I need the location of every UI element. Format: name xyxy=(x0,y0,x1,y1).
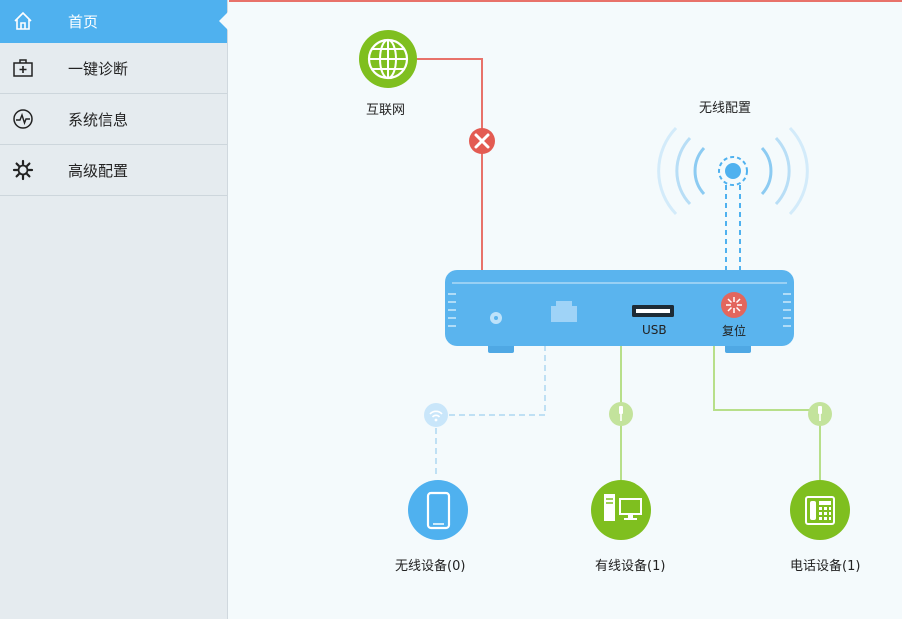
power-port-icon xyxy=(490,312,502,324)
tablet-icon[interactable] xyxy=(408,480,468,540)
sidebar-item-advanced[interactable]: 高级配置 xyxy=(0,145,227,196)
sidebar-item-home[interactable]: 首页 xyxy=(0,0,228,43)
cable-node-icon xyxy=(609,402,633,426)
home-icon xyxy=(12,10,34,32)
wired-devices-label[interactable]: 有线设备(1) xyxy=(595,559,666,574)
wireless-device-link-line xyxy=(435,345,546,478)
globe-icon[interactable] xyxy=(359,30,417,88)
reset-button-icon[interactable] xyxy=(721,292,747,318)
wireless-signal-icon[interactable] xyxy=(657,126,809,216)
wireless-config-label[interactable]: 无线配置 xyxy=(699,101,752,116)
cable-node-icon xyxy=(808,402,832,426)
network-topology: 互联网 无线配置 USB 复位 无线设备(0) 有线设备(1) 电话设备(1) xyxy=(229,0,902,619)
ethernet-port-icon xyxy=(551,301,577,322)
phone-device-link-line xyxy=(713,345,821,480)
sidebar-item-label: 首页 xyxy=(68,12,99,31)
sidebar-item-label: 高级配置 xyxy=(68,161,129,180)
internet-label: 互联网 xyxy=(366,103,406,118)
sidebar-item-system-info[interactable]: 系统信息 xyxy=(0,94,227,145)
usb-port-icon[interactable] xyxy=(632,305,674,317)
pulse-icon xyxy=(12,108,34,130)
router-device xyxy=(445,270,794,353)
disconnected-error-icon[interactable] xyxy=(469,128,495,154)
sidebar-nav: 首页 一键诊断 系统信息 高级配置 xyxy=(0,0,228,619)
gear-icon xyxy=(12,159,34,181)
status-top-line xyxy=(229,0,902,2)
wifi-node-icon xyxy=(424,403,448,427)
sidebar-item-label: 系统信息 xyxy=(68,110,129,129)
reset-label: 复位 xyxy=(722,324,747,338)
wireless-devices-label[interactable]: 无线设备(0) xyxy=(395,559,466,574)
phone-devices-label[interactable]: 电话设备(1) xyxy=(790,559,861,574)
usb-label: USB xyxy=(642,323,667,337)
desktop-computer-icon[interactable] xyxy=(591,480,651,540)
medical-kit-icon xyxy=(12,57,34,79)
telephone-icon[interactable] xyxy=(790,480,850,540)
sidebar-item-diagnose[interactable]: 一键诊断 xyxy=(0,43,227,94)
topology-diagram xyxy=(359,30,850,540)
sidebar-item-label: 一键诊断 xyxy=(68,59,129,78)
internet-link-line xyxy=(417,58,483,270)
